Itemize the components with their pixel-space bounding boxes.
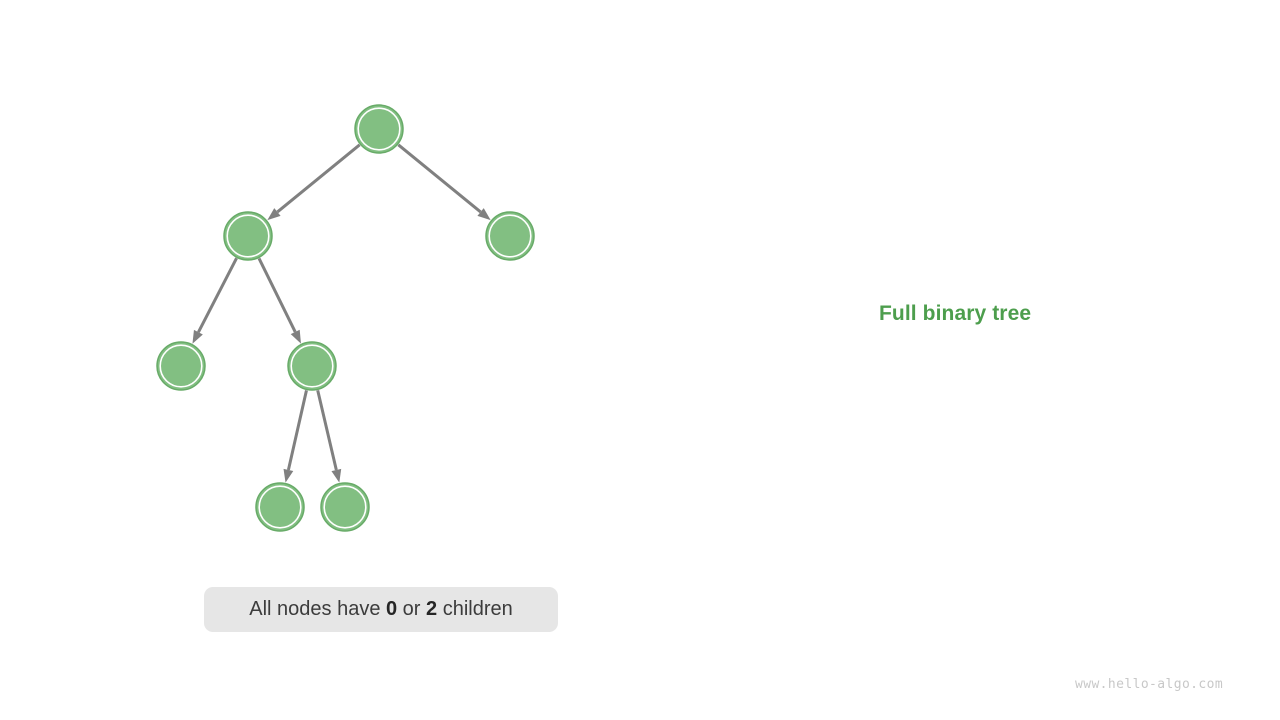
tree-edge bbox=[276, 143, 361, 214]
tree-node-layer bbox=[156, 104, 535, 532]
tree-edge-arrowhead bbox=[290, 329, 301, 344]
caption-value-two: 2 bbox=[426, 598, 438, 620]
tree-edge bbox=[316, 389, 338, 471]
tree-edge-arrowhead bbox=[283, 468, 294, 483]
tree-edge bbox=[257, 257, 297, 333]
tree-node bbox=[320, 482, 370, 532]
caption-prefix: All nodes have bbox=[249, 598, 386, 620]
tree-node-inner-ring bbox=[290, 344, 334, 388]
tree-edge-arrowhead bbox=[477, 208, 491, 221]
tree-node-circle bbox=[485, 211, 535, 261]
tree-edge bbox=[397, 143, 482, 214]
caption-text: All nodes have 0 or 2 children bbox=[249, 598, 513, 621]
tree-node bbox=[156, 341, 206, 391]
tree-edge-arrowhead bbox=[267, 208, 281, 221]
tree-node-circle bbox=[223, 211, 273, 261]
tree-node-circle bbox=[287, 341, 337, 391]
tree-node-circle bbox=[354, 104, 404, 154]
caption-value-zero: 0 bbox=[386, 598, 398, 620]
tree-node bbox=[223, 211, 273, 261]
tree-node-inner-ring bbox=[357, 107, 401, 151]
tree-node bbox=[287, 341, 337, 391]
tree-node-inner-ring bbox=[488, 214, 532, 258]
caption-conjunction: or bbox=[397, 598, 427, 620]
caption-suffix: children bbox=[437, 598, 513, 620]
tree-edge bbox=[197, 257, 238, 333]
tree-node-circle bbox=[255, 482, 305, 532]
tree-edge-layer bbox=[192, 143, 491, 483]
tree-node bbox=[354, 104, 404, 154]
tree-edge-arrowhead bbox=[192, 329, 203, 344]
tree-node-inner-ring bbox=[258, 485, 302, 529]
tree-node-inner-ring bbox=[226, 214, 270, 258]
tree-node-circle bbox=[156, 341, 206, 391]
tree-node-inner-ring bbox=[159, 344, 203, 388]
caption-badge: All nodes have 0 or 2 children bbox=[204, 587, 558, 632]
tree-node-inner-ring bbox=[323, 485, 367, 529]
page-title: Full binary tree bbox=[879, 302, 1032, 325]
tree-node bbox=[255, 482, 305, 532]
site-watermark: www.hello-algo.com bbox=[1075, 677, 1224, 692]
tree-edge bbox=[286, 390, 308, 471]
tree-node bbox=[485, 211, 535, 261]
tree-node-circle bbox=[320, 482, 370, 532]
tree-edge-arrowhead bbox=[331, 468, 342, 483]
